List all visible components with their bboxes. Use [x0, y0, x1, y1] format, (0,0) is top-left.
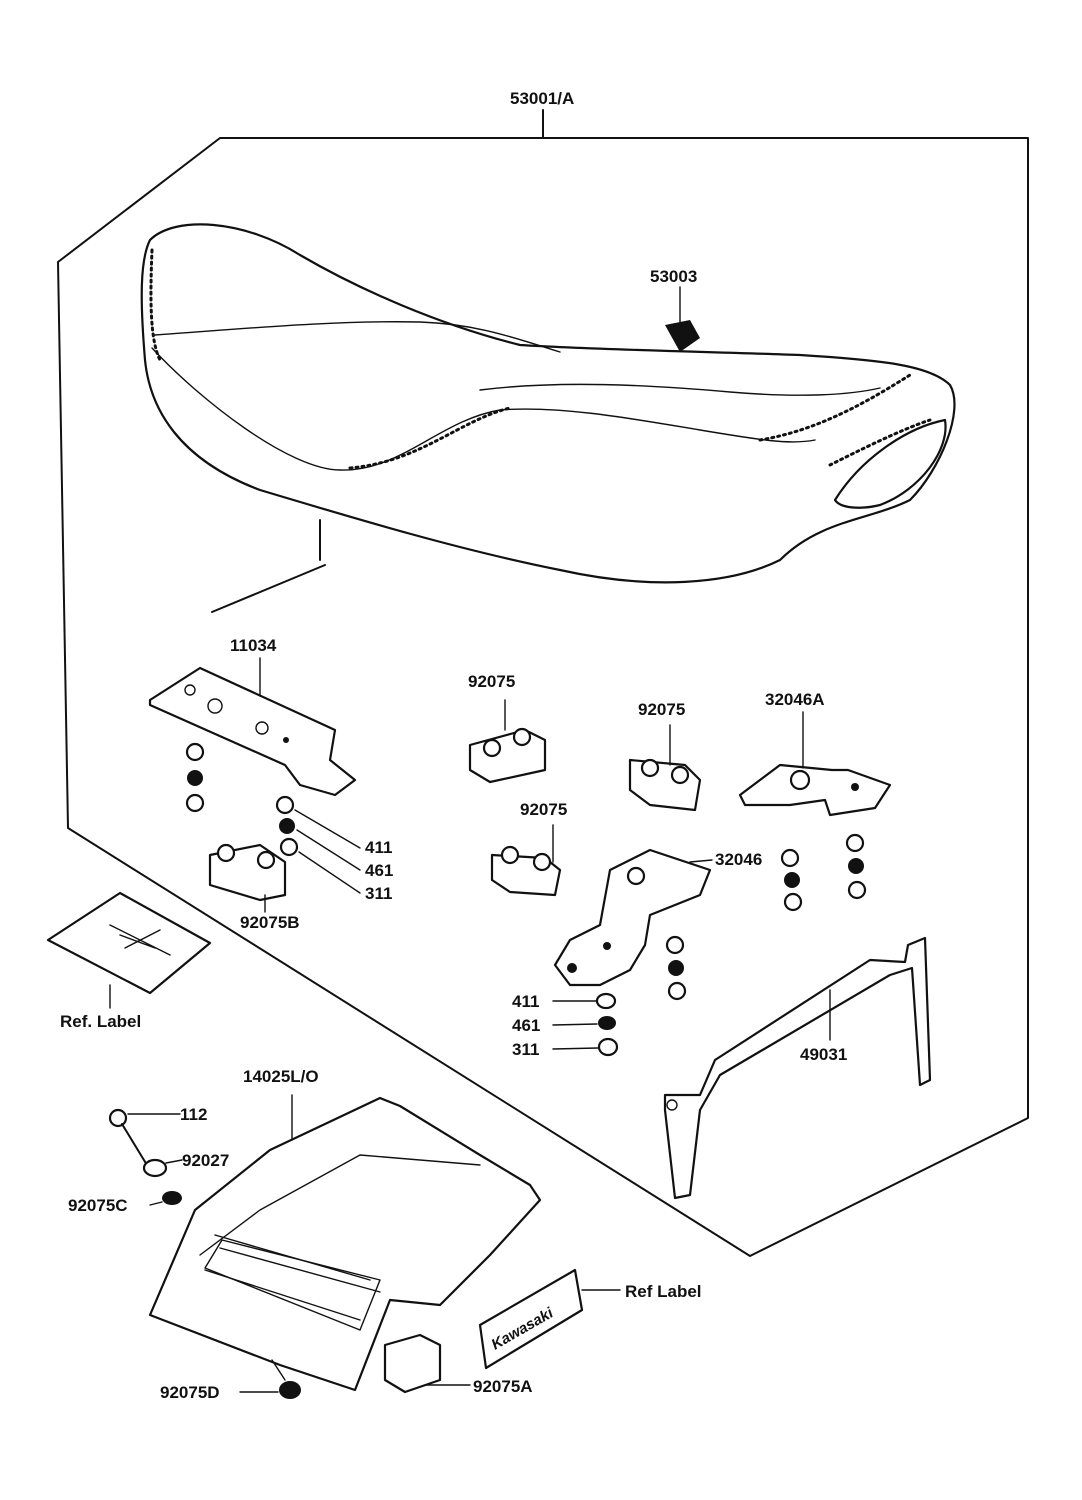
label-92075d: 92075D: [160, 1383, 220, 1402]
label-11034: 11034: [230, 636, 277, 655]
seat-illustration: [140, 223, 956, 613]
emblem-decal: Kawasaki: [478, 1268, 621, 1370]
label-32046: 32046: [715, 850, 762, 869]
label-461-a: 461: [365, 861, 393, 880]
label-311-a: 311: [365, 884, 392, 903]
label-92075-2: 92075: [638, 700, 685, 719]
hardware-stack-center: [552, 992, 619, 1057]
ref-label-left-decal: [46, 891, 212, 1009]
bracket-32046: [553, 848, 713, 987]
hardware-stack-right: [665, 833, 867, 1001]
label-ref-label-right: Ref Label: [625, 1282, 702, 1301]
label-411-b: 411: [512, 992, 539, 1011]
part-labels: 53001/A 53003 11034 92075 92075 32046A 9…: [60, 89, 847, 1402]
label-ref-label-left: Ref. Label: [60, 1012, 141, 1031]
label-112: 112: [180, 1105, 207, 1124]
label-92075b: 92075B: [240, 913, 300, 932]
damper-92075-2: [628, 724, 702, 812]
damper-92075-3: [490, 824, 562, 897]
label-49031: 49031: [800, 1045, 847, 1064]
label-53001a: 53001/A: [510, 89, 574, 108]
label-411-a: 411: [365, 838, 392, 857]
bracket-11034: [148, 666, 357, 813]
label-461-b: 461: [512, 1016, 540, 1035]
label-92075-1: 92075: [468, 672, 515, 691]
label-92027: 92027: [182, 1151, 229, 1170]
label-92075-3: 92075: [520, 800, 567, 819]
label-311-b: 311: [512, 1040, 539, 1059]
label-32046a: 32046A: [765, 690, 825, 709]
bracket-32046a: [738, 711, 892, 817]
damper-92075b: [208, 843, 287, 913]
label-53003: 53003: [650, 267, 697, 286]
label-92075c: 92075C: [68, 1196, 128, 1215]
grab-rail-49031: [663, 936, 932, 1200]
bolt-collar-group: [108, 1108, 183, 1206]
hardware-stack-left: [275, 795, 361, 894]
damper-92075a: [383, 1333, 471, 1394]
damper-92075-1: [468, 699, 547, 784]
assembly-boundary: [57, 109, 1029, 1257]
damper-92075d: [239, 1359, 301, 1399]
label-14025lo: 14025L/O: [243, 1067, 319, 1086]
label-92075a: 92075A: [473, 1377, 533, 1396]
tail-cover-14025: [148, 1094, 542, 1392]
